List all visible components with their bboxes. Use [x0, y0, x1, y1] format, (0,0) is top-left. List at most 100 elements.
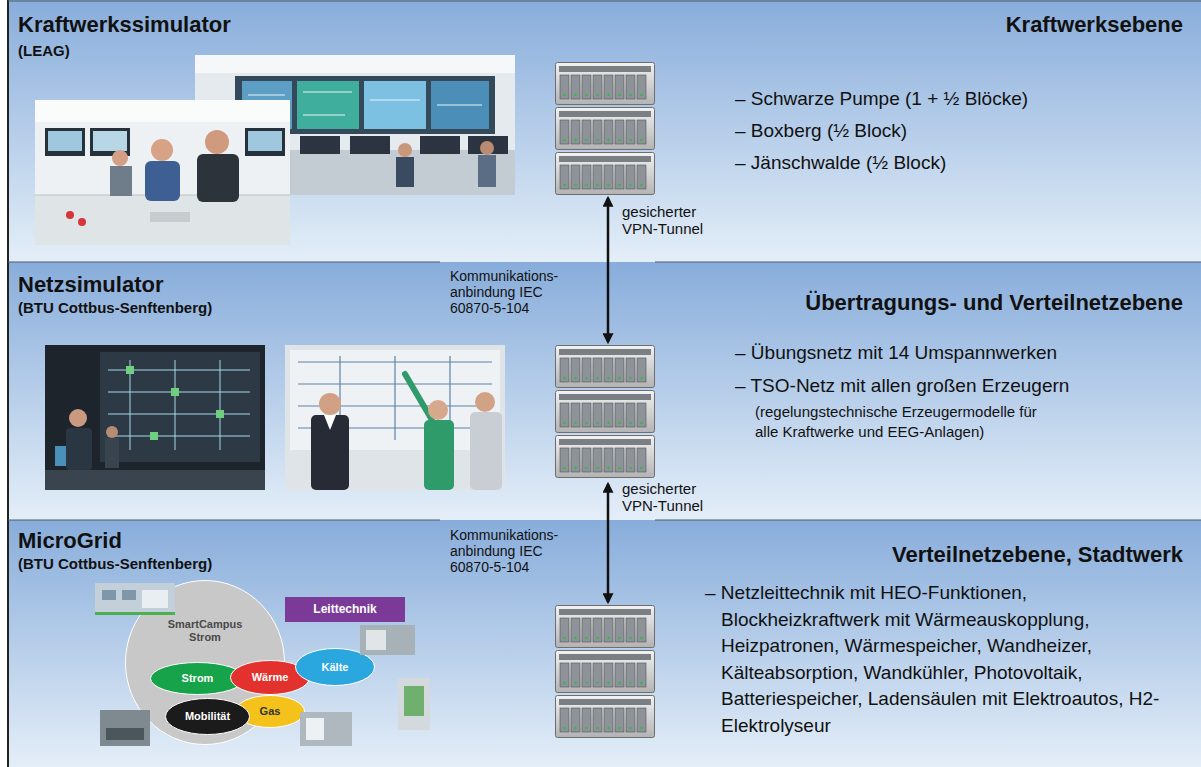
control-room-photo-part-part [370, 100, 420, 101]
ellipse-fill [166, 699, 250, 735]
operator-name: (BTU Cottbus-Senftenberg) [18, 555, 212, 573]
server-stack-part [556, 346, 655, 388]
campus-photos-part [142, 590, 168, 608]
grid-control-photo-part [45, 470, 265, 490]
grid-control-photo-part-part [108, 436, 250, 437]
energy-ellipse: Gas [235, 695, 305, 728]
operator-photo-part [93, 131, 127, 151]
tunnel-label: gesicherter VPN-Tunnel [622, 203, 722, 238]
grid-team-photo-part [428, 400, 448, 420]
control-box: Leittechnik [285, 597, 405, 622]
shape-label: Wärme [252, 671, 289, 684]
label-holder: Gas [235, 695, 305, 728]
control-room-photo-part [478, 155, 496, 187]
server-stack-part [556, 108, 655, 150]
label-holder: Kälte [295, 648, 375, 686]
campus-photos-part [360, 625, 415, 655]
control-room-photo-part [480, 141, 494, 155]
operator-photo-part [112, 150, 128, 166]
control-room-photo-part [195, 55, 515, 73]
level-heading: Übertragungs- und Verteilnetzebene [805, 290, 1183, 316]
campus-photos-part [106, 728, 144, 740]
energy-ellipse: Strom [150, 662, 245, 695]
operator-photo-part [35, 100, 290, 245]
control-room-photo-part [297, 81, 359, 129]
bullet-item: – Boxberg (½ Block) [735, 120, 1185, 143]
grid-control-photo-part [108, 360, 250, 450]
level-heading: Verteilnetzebene, Stadtwerk [892, 542, 1183, 568]
grid-team-photo-part [424, 420, 454, 490]
grid-control-photo-part-part [126, 366, 134, 374]
operator-photo-part [35, 195, 290, 245]
grid-control-photo-part-part [150, 432, 158, 440]
frame-lines-part [8, 262, 440, 263]
link-note: Kommunikations- anbindung IEC 60870-5-10… [450, 268, 570, 316]
server-stack [556, 606, 655, 738]
grid-team-photo-part [405, 374, 432, 420]
control-room-photo-part-part [303, 115, 345, 116]
operator-photo-part [205, 130, 229, 154]
operator-photo-part [248, 131, 282, 151]
grid-control-photo [45, 345, 265, 490]
grid-control-photo-part-part [220, 360, 221, 450]
bullet-item: – Jänschwalde (½ Block) [735, 152, 1185, 175]
campus-photos-part [404, 686, 424, 716]
grid-team-photo-part [311, 415, 349, 490]
bullet-note: (regelungstechnische Erzeugermodelle für… [755, 402, 1060, 441]
grid-control-photo-part [105, 438, 119, 468]
bullet-item: – Netzleittechnik mit HEO-Funktionen, Bl… [705, 580, 1187, 740]
link-note: Kommunikations- anbindung IEC 60870-5-10… [450, 527, 570, 575]
grid-team-photo [285, 345, 505, 490]
bullet-item: – Schwarze Pumpe (1 + ½ Blöcke) [735, 88, 1185, 111]
server-stack-part [556, 391, 655, 433]
box-fill [285, 597, 405, 622]
campus-photos-part [95, 583, 175, 615]
campus-photos-part [306, 718, 324, 740]
shape-label: Kälte [322, 661, 349, 674]
bullet-item: – Übungsnetz mit 14 Umspannwerken [735, 342, 1185, 365]
control-room-photo-part-part [437, 105, 482, 106]
frame-lines-part [8, 520, 440, 521]
simulator-title: Netzsimulator [18, 272, 163, 298]
level-heading: Kraftwerksebene [1006, 12, 1183, 38]
label-holder: Strom [150, 662, 245, 695]
simulator-title: Kraftwerkssimulator [18, 12, 231, 38]
operator-photo-part [110, 166, 132, 196]
grid-control-photo-part [100, 352, 260, 462]
frame-lines-part [655, 262, 1201, 263]
operator-photo [35, 100, 290, 245]
simulator-title: MicroGrid [18, 528, 122, 554]
control-room-photo-part [396, 157, 414, 187]
server-stack [556, 346, 655, 478]
server-stack-part [556, 696, 655, 738]
grid-control-photo-part-part [175, 360, 176, 450]
control-room-photo-part [420, 136, 460, 154]
grid-team-photo-part-part [394, 356, 395, 440]
operator-photo-part [66, 211, 74, 219]
campus-photos [95, 583, 430, 746]
frame-lines-part [655, 520, 1201, 521]
operator-photo-part [48, 131, 82, 151]
grid-control-photo-part [66, 428, 92, 470]
control-room-photo-part [398, 143, 412, 157]
frame-lines [8, 0, 1201, 767]
shape-label: Mobilität [185, 710, 230, 723]
campus-photos-part [122, 590, 136, 600]
control-room-photo-part [364, 81, 426, 129]
grid-team-photo-part [470, 412, 502, 490]
energy-ellipse: Mobilität [165, 698, 250, 735]
control-room-photo-part-part [248, 95, 285, 96]
campus-photos-part [300, 712, 352, 746]
server-stack [556, 63, 655, 195]
operator-photo-part [78, 218, 86, 226]
campus-photos-part [366, 630, 386, 650]
server-stack-part [556, 651, 655, 693]
control-room-photo-part [468, 136, 508, 154]
connector-group [608, 198, 609, 602]
label-holder: Mobilität [165, 698, 250, 735]
server-stack-part [556, 63, 655, 105]
campus-photos-part [102, 590, 116, 600]
control-room-photo-part [300, 136, 340, 154]
tunnel-label: gesicherter VPN-Tunnel [622, 480, 722, 515]
